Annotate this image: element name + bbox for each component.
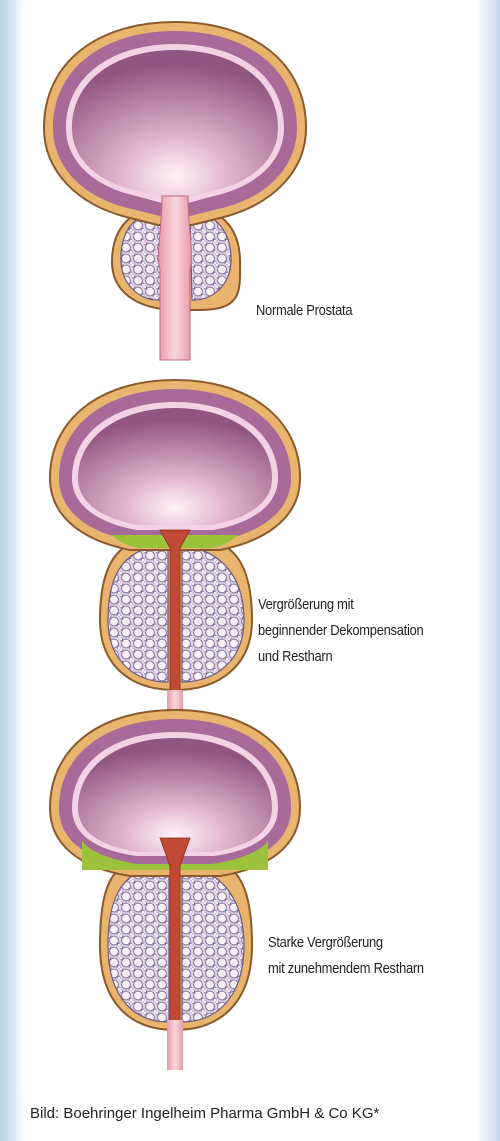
- label-line: Starke Vergrößerung: [268, 930, 424, 956]
- bladder-lumen: [72, 50, 278, 198]
- label-line: mit zunehmendem Restharn: [268, 956, 424, 982]
- stage-strong-illustration: [50, 710, 300, 1070]
- label-line: beginnender Dekompensation: [258, 618, 423, 644]
- label-line: Vergrößerung mit: [258, 592, 423, 618]
- urethra-lower: [167, 1020, 183, 1070]
- stage-label-beginning: Vergrößerung mit beginnender Dekompensat…: [258, 592, 423, 670]
- image-credit-caption: Bild: Boehringer Ingelheim Pharma GmbH &…: [30, 1096, 490, 1132]
- label-line: und Restharn: [258, 644, 423, 670]
- stage-label-normal: Normale Prostata: [256, 298, 352, 324]
- stage-label-strong: Starke Vergrößerung mit zunehmendem Rest…: [268, 930, 424, 982]
- urethra: [159, 196, 192, 360]
- label-line: Normale Prostata: [256, 298, 352, 324]
